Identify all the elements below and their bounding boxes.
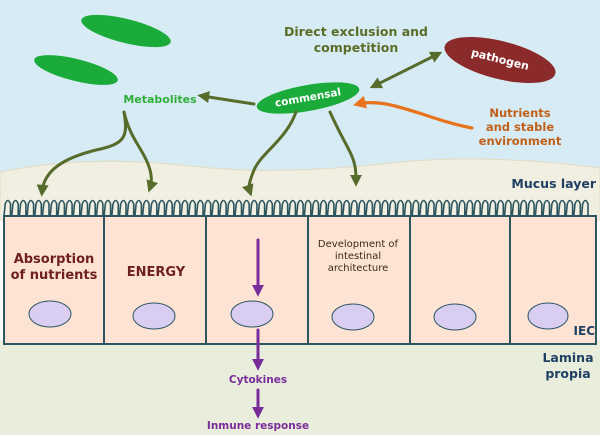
label-absorption-line-2: of nutrients — [11, 268, 98, 283]
microvilli — [3, 199, 590, 217]
label-direct-exclusion-line-1: Direct exclusion and — [284, 24, 428, 39]
label-nutrients-line-3: environment — [479, 134, 562, 148]
label-nutrients-line-1: Nutrients — [489, 106, 550, 120]
nucleus-4 — [331, 303, 375, 331]
commensal-bacterium-top — [81, 14, 171, 48]
arrow-commensal-to-immune — [242, 110, 298, 197]
label-iec: IEC — [574, 324, 596, 338]
nucleus-2 — [132, 302, 176, 330]
lamina-propria-background — [0, 340, 600, 435]
epithelial-cells — [3, 215, 597, 345]
arrow-metabolites-to-energy — [122, 110, 158, 193]
nucleus-5 — [433, 303, 477, 331]
pathogen-bacterium — [444, 36, 556, 84]
commensal-bacterium — [256, 82, 360, 114]
arrow-metabolites-to-absorption — [36, 110, 128, 197]
label-absorption-line-1: Absorption — [14, 252, 95, 267]
label-development-line-3: architecture — [328, 263, 389, 274]
label-cytokines: Cytokines — [229, 374, 287, 386]
arrow-nutrients-to-commensal — [353, 95, 474, 130]
commensal-effect-arrows — [36, 51, 443, 197]
label-energy: ENERGY — [127, 265, 186, 280]
iec-cell-5 — [409, 215, 511, 345]
label-development-line-2: intestinal — [335, 251, 381, 262]
nucleus-6 — [527, 302, 569, 330]
label-lamina-line-1: Lamina — [542, 350, 593, 365]
label-nutrients-line-2: and stable — [486, 120, 554, 134]
label-mucus-layer: Mucus layer — [511, 176, 596, 191]
nucleus-1 — [28, 300, 72, 328]
label-immune-response: Inmune response — [207, 420, 309, 432]
nuclei — [28, 300, 569, 331]
arrow-commensal-to-metabolites — [197, 91, 256, 106]
nucleus-3 — [230, 300, 274, 328]
commensal-bacterium-left — [34, 55, 118, 85]
label-metabolites: Metabolites — [123, 93, 197, 106]
label-direct-exclusion-line-2: competition — [314, 40, 398, 55]
arrow-commensal-pathogen — [369, 51, 443, 89]
label-development-line-1: Development of — [318, 239, 399, 250]
arrow-commensal-to-development — [328, 110, 362, 187]
iec-cell-1 — [3, 215, 105, 345]
label-lamina-line-2: propia — [545, 366, 590, 381]
